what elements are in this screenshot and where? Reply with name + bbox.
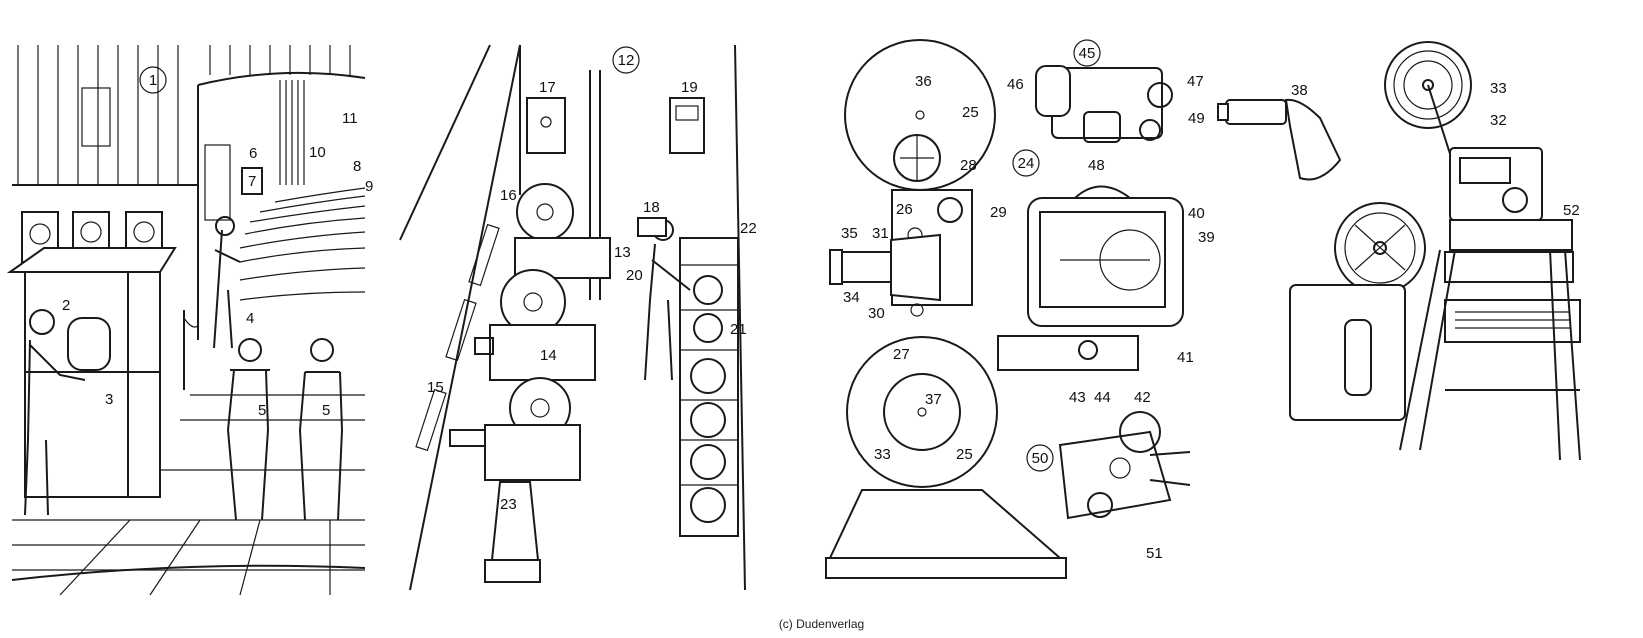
- label-21: 21: [730, 321, 747, 338]
- label-27: 27: [893, 346, 910, 363]
- label-30: 30: [868, 305, 885, 322]
- label-29: 29: [990, 204, 1007, 221]
- copyright-footer: (c) Dudenverlag: [778, 617, 865, 631]
- label-15: 15: [427, 379, 444, 396]
- label-32: 32: [1490, 112, 1507, 129]
- label-40: 40: [1188, 205, 1205, 222]
- label-49: 49: [1188, 110, 1205, 127]
- label-5b: 5: [322, 402, 330, 419]
- label-36: 36: [915, 73, 932, 90]
- label-7: 7: [248, 173, 256, 190]
- label-20: 20: [626, 267, 643, 284]
- label-circled-45: 45: [1079, 45, 1096, 62]
- panel-portable-projector: [1217, 41, 1581, 461]
- label-6: 6: [249, 145, 257, 162]
- labels-layer: 1 12 24 45 50 2 3 4 5 5 6 7 8 9 10 11 13…: [62, 39, 1580, 562]
- label-52: 52: [1563, 202, 1580, 219]
- label-33-portable: 33: [1490, 80, 1507, 97]
- panel-projection-room: [399, 44, 746, 591]
- label-11: 11: [342, 110, 358, 127]
- label-3: 3: [105, 391, 113, 408]
- label-16: 16: [500, 187, 517, 204]
- label-25-bottom: 25: [956, 446, 973, 463]
- label-41: 41: [1177, 349, 1194, 366]
- label-33-projector: 33: [874, 446, 891, 463]
- label-28: 28: [960, 157, 977, 174]
- label-18: 18: [643, 199, 660, 216]
- panel-projector: [825, 39, 1191, 579]
- label-39: 39: [1198, 229, 1215, 246]
- label-circled-50: 50: [1032, 450, 1049, 467]
- label-4: 4: [246, 310, 254, 327]
- label-43: 43: [1069, 389, 1086, 406]
- panel-foyer: [6, 45, 366, 596]
- label-38: 38: [1291, 82, 1308, 99]
- label-circled-24: 24: [1018, 155, 1035, 172]
- label-31: 31: [872, 225, 889, 242]
- label-10: 10: [309, 144, 326, 161]
- label-35: 35: [841, 225, 858, 242]
- label-2: 2: [62, 297, 70, 314]
- label-8: 8: [353, 158, 361, 175]
- label-22: 22: [740, 220, 757, 237]
- label-13: 13: [614, 244, 631, 261]
- label-19: 19: [681, 79, 698, 96]
- label-44: 44: [1094, 389, 1111, 406]
- label-circled-12: 12: [618, 52, 635, 69]
- label-48: 48: [1088, 157, 1105, 174]
- label-circled-1: 1: [149, 72, 157, 89]
- label-34: 34: [843, 289, 860, 306]
- label-46: 46: [1007, 76, 1024, 93]
- label-14: 14: [540, 347, 557, 364]
- label-25-top: 25: [962, 104, 979, 121]
- label-47: 47: [1187, 73, 1204, 90]
- label-37: 37: [925, 391, 942, 408]
- label-23: 23: [500, 496, 517, 513]
- label-17: 17: [539, 79, 556, 96]
- label-42: 42: [1134, 389, 1151, 406]
- label-5a: 5: [258, 402, 266, 419]
- label-9: 9: [365, 178, 373, 195]
- label-51: 51: [1146, 545, 1163, 562]
- label-26: 26: [896, 201, 913, 218]
